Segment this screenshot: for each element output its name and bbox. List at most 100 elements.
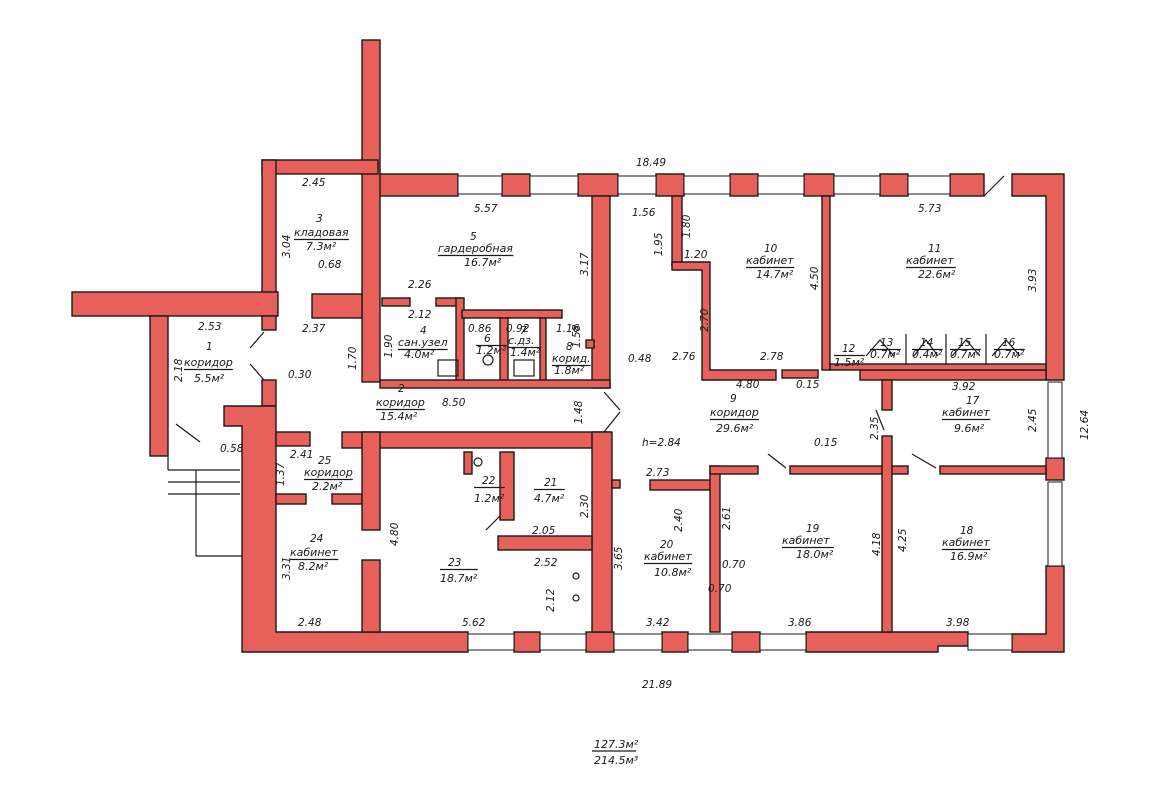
dimension-label: 0.86 [468,323,492,335]
dimension-label: 1.56 [632,207,656,219]
dimension-label: 3.42 [646,617,670,629]
wall-25-24b [331,493,363,505]
total-area: 127.3м² [594,738,639,751]
corridor1-west-wall [149,315,169,457]
room-number: 8 [566,341,573,353]
room-area: 14.7м² [756,268,794,281]
wall-18-north [939,465,1047,475]
room-number: 21 [544,477,557,489]
wall-19-north [789,465,909,475]
dimension-label: 2.45 [302,177,326,189]
wall-22-right [499,451,515,521]
dimension-label: 1.20 [684,249,708,261]
room-label-24: 24 кабинет 8.2м² [290,533,339,573]
room-name: кабинет [644,550,692,563]
room-label-18: 18 кабинет 16.9м² [942,525,991,563]
small-pier [261,315,277,331]
walls [71,39,1065,653]
wall-10-west-step [671,261,777,381]
room-number: 23 [448,557,461,569]
wall-corridor2-north [379,379,611,389]
room-name: кабинет [906,254,954,267]
wall-24-23-low [361,559,381,633]
dimension-label: 2.52 [534,557,558,569]
storage-north-wall [261,159,379,175]
window [613,633,663,651]
room-label-21: 21 4.7м² [534,477,565,505]
dimension-label: 2.30 [579,494,591,518]
room-name: кабинет [782,534,830,547]
window [757,175,805,195]
window [1047,481,1063,567]
wall-19-18 [881,435,893,633]
dimension-label: 2.73 [646,467,669,479]
dimension-label: 0.58 [220,443,244,455]
pier-030 [261,379,277,407]
room-name: сан.узел [398,336,448,349]
room-number: 1 [206,341,213,353]
dimension-label: 2.05 [532,525,556,537]
window [687,633,733,651]
room-area: 7.3м² [306,240,337,253]
wall-10-south [781,369,819,379]
chimney-wall [361,39,381,383]
room-label-2: 2 коридор 15.4м² [376,383,425,423]
north-wall-seg [803,173,835,197]
wall-25-north [275,431,311,447]
window [1047,381,1063,459]
dimension-label: 2.48 [298,617,322,629]
room-number: 22 [482,475,496,487]
dimension-label: 8.50 [442,397,466,409]
dimension-label: 4.25 [897,528,909,552]
south-wall-seg [585,631,615,653]
north-wall-seg [655,173,685,197]
dimension-label: 5.73 [918,203,941,215]
window [529,175,579,195]
room-area: 29.6м² [716,422,754,435]
room-name: коридор [184,356,233,369]
dimension-label: 0.30 [288,369,312,381]
room-name: коридор [710,406,759,419]
dimension-label: 2.53 [198,321,221,333]
dimension-label: 12.64 [1079,410,1091,440]
window [907,175,951,195]
north-wall-seg [577,173,619,197]
window [759,633,807,651]
dimension-label: 2.26 [408,279,432,291]
room-area: 10.8м² [654,566,692,579]
storage-west-wall [261,159,277,295]
dimension-label: 4.80 [736,379,760,391]
room-label-20: 20 кабинет 10.8м² [644,539,693,579]
room-area: 1.2м² [476,344,507,357]
room-label-25: 25 коридор 2.2м² [304,455,353,493]
room-label-17: 17 кабинет 9.6м² [942,395,991,435]
dimension-label: 3.04 [281,235,293,258]
room-name: коридор [304,466,353,479]
room-label-5: 5 гардеробная 16.7м² [438,231,514,269]
dimension-label: 0.15 [814,437,838,449]
north-wall-seg [729,173,759,197]
room-label-14: 14 0.4м² [912,337,943,361]
room-number: 14 [920,337,933,349]
window [539,633,587,651]
room-name: кабинет [942,406,990,419]
dimension-label: 3.93 [1027,269,1039,292]
dimension-label: 3.31 [281,557,293,580]
room-name: корид. [552,352,591,365]
ceiling-height-note: h=2.84 [642,437,681,449]
room-number: 15 [958,337,972,349]
dimension-label: 2.40 [673,508,685,532]
room-label-12: 12 1.5м² [834,343,865,369]
room-number: 24 [310,533,323,545]
dimension-label: 0.48 [628,353,652,365]
room-label-10: 10 кабинет 14.7м² [746,243,795,281]
room-label-3: 3 кладовая 7.3м² [294,213,349,253]
wall-7-8 [539,317,547,383]
room-labels: 1 коридор 5.5м² 2 коридор 15.4м² 3 кладо… [184,213,1025,585]
wall-12-south [859,369,1047,381]
room-number: 13 [880,337,893,349]
room-area: 0.7м² [870,348,901,361]
room-name: гардеробная [438,242,513,255]
dimension-label: 3.92 [952,381,976,393]
room-area: 4.7м² [534,492,565,505]
